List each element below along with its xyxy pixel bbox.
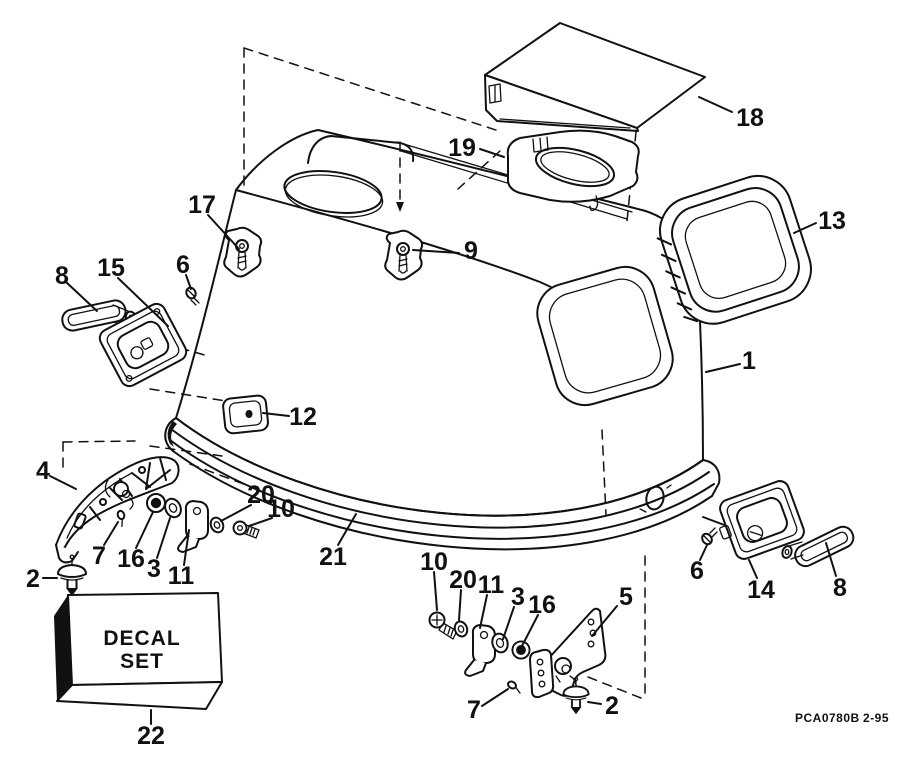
leader-12-8 — [262, 412, 290, 417]
diagram-lineart: DECAL SET 181913179815612142010716311221… — [26, 22, 889, 750]
leader-1-9 — [705, 363, 741, 373]
screw-6-left — [185, 286, 200, 306]
leader-15-6 — [117, 277, 169, 327]
callout-20-20: 20 — [449, 566, 477, 594]
bottom-trim-21 — [164, 417, 721, 551]
bolt-10-bottom — [428, 611, 458, 640]
leader-13-2 — [793, 222, 817, 234]
leader-7-25 — [481, 688, 509, 707]
callout-15-6: 15 — [97, 254, 125, 282]
clip-17 — [223, 226, 263, 278]
date-code: 2-95 — [863, 711, 889, 725]
leader-7-13 — [103, 521, 119, 546]
callout-12-8: 12 — [289, 403, 317, 431]
leader-18-0 — [698, 96, 733, 113]
leader-6-27 — [699, 544, 708, 561]
bezel-14-connector — [702, 516, 728, 527]
callout-10-19: 10 — [420, 548, 448, 576]
leader-9-4 — [412, 249, 460, 254]
callout-8-5: 8 — [55, 262, 69, 290]
clip-9 — [384, 229, 424, 281]
callout-16-23: 16 — [528, 591, 556, 619]
grommet-16-left — [146, 493, 166, 513]
leader-20-11 — [220, 504, 252, 522]
decal-set-box: DECAL SET — [54, 592, 223, 710]
callout-11-16: 11 — [168, 562, 195, 590]
leader-16-14 — [135, 511, 154, 549]
leader-8-5 — [65, 281, 98, 312]
leader-8-29 — [825, 542, 837, 577]
leader-3-22 — [502, 606, 515, 640]
pin-7-bottom — [505, 679, 525, 695]
callout-10-12: 10 — [267, 495, 295, 523]
grommet-16-bottom — [511, 640, 531, 660]
leader-2-26 — [587, 701, 602, 705]
leader-5-24 — [591, 605, 618, 637]
leader-6-7 — [185, 274, 192, 290]
seal-ring-hatching — [656, 237, 699, 323]
bracket-11-bottom — [464, 624, 496, 677]
callout-7-13: 7 — [92, 542, 106, 570]
bracket-11-left — [177, 500, 209, 553]
decal-box-line2: SET — [120, 650, 164, 673]
leader-11-21 — [479, 594, 488, 629]
callout-8-29: 8 — [833, 574, 847, 602]
bracket-5 — [529, 607, 607, 699]
leader-11-16 — [183, 529, 190, 566]
callout-9-4: 9 — [464, 237, 478, 265]
washer-20-left — [207, 514, 227, 536]
latch-handle-8-right — [781, 525, 855, 568]
assembly-dashed-lines — [62, 47, 646, 699]
latch-bezel-14 — [719, 480, 805, 560]
callout-14-28: 14 — [747, 576, 775, 604]
pin-7-left — [115, 508, 129, 528]
bracket-4 — [55, 456, 180, 564]
callout-11-21: 11 — [478, 571, 505, 599]
leader-10-12 — [248, 517, 273, 527]
leader-17-3 — [207, 214, 240, 250]
callout-2-26: 2 — [605, 692, 619, 720]
side-window-opening — [536, 265, 674, 407]
callout-3-22: 3 — [511, 583, 525, 611]
leader-4-10 — [49, 475, 77, 490]
callout-6-7: 6 — [176, 251, 190, 279]
callout-2-17: 2 — [26, 565, 40, 593]
leader-14-28 — [748, 559, 758, 579]
screw-10-left — [232, 520, 260, 539]
part-code: PCA0780B — [795, 711, 860, 725]
vent-opening — [283, 170, 383, 214]
callout-20-11: 20 — [247, 481, 275, 509]
callout-13-2: 13 — [818, 207, 846, 235]
callout-16-14: 16 — [117, 545, 145, 573]
vent-tray-wall — [307, 135, 415, 164]
vent-opening-inner — [284, 174, 384, 218]
callout-3-15: 3 — [147, 555, 161, 583]
callout-21-18: 21 — [319, 543, 347, 571]
callout-5-24: 5 — [619, 583, 633, 611]
leader-3-15 — [156, 517, 171, 559]
callout-17-3: 17 — [188, 191, 216, 219]
leader-19-1 — [479, 148, 505, 158]
engine-cover — [175, 129, 704, 517]
top-cover-18 — [484, 22, 706, 132]
leader-16-23 — [521, 614, 539, 647]
callout-22-30: 22 — [137, 722, 165, 750]
leader-20-20 — [458, 589, 462, 621]
decal-box-line1: DECAL — [103, 627, 180, 650]
callout-18-0: 18 — [736, 104, 764, 132]
callout-19-1: 19 — [448, 134, 476, 162]
screw-6-right — [701, 527, 718, 546]
callout-1-9: 1 — [742, 347, 756, 375]
callout-4-10: 4 — [36, 457, 50, 485]
callout-6-27: 6 — [690, 557, 704, 585]
leader-10-19 — [433, 571, 438, 611]
callout-7-25: 7 — [467, 696, 481, 724]
cover-latch-12 — [222, 394, 269, 435]
leader-21-18 — [337, 513, 357, 546]
gasket-19 — [506, 129, 640, 212]
seal-ring-13 — [656, 175, 812, 325]
